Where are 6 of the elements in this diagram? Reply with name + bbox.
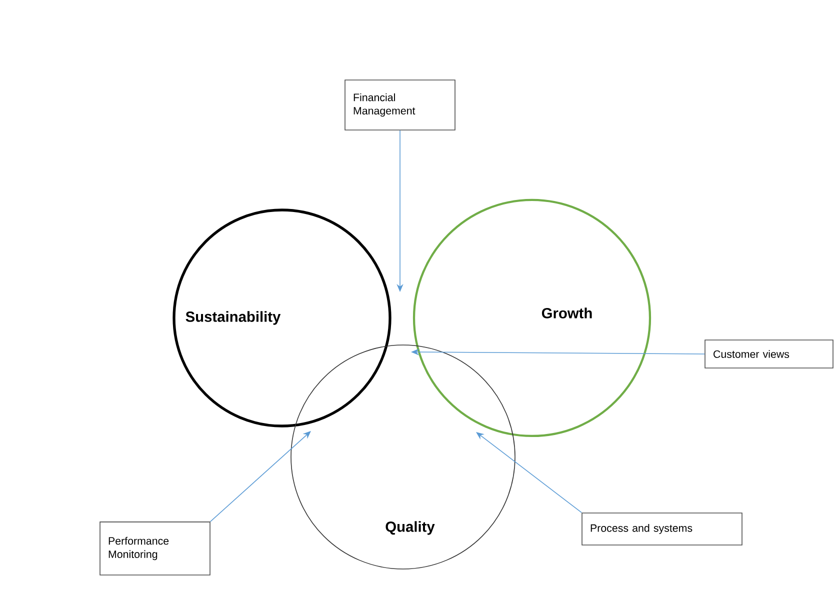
arrow xyxy=(476,432,582,513)
text-box: Performance Monitoring xyxy=(100,522,210,576)
text-box: Process and systems xyxy=(582,512,742,546)
text-box: Financial Management xyxy=(344,80,456,130)
arrow xyxy=(210,431,311,522)
text-box: Customer views xyxy=(704,340,834,368)
